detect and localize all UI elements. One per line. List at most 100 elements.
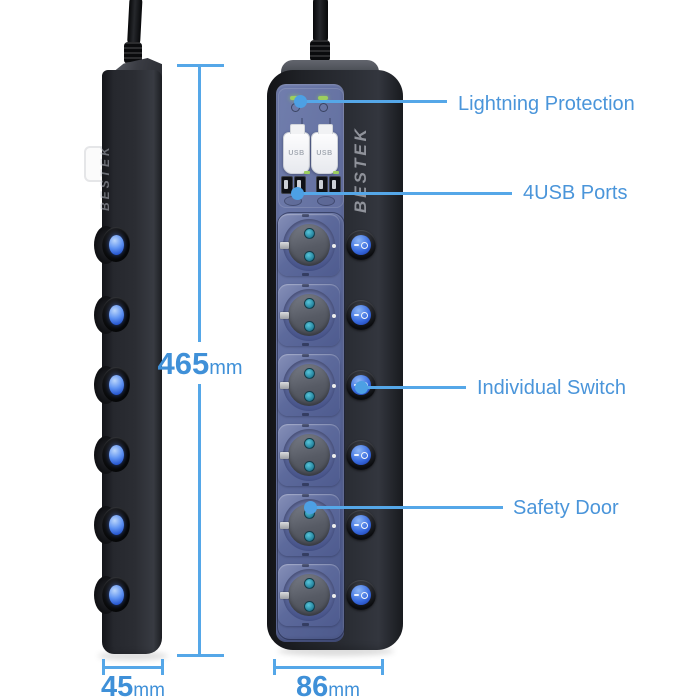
socket-hole: [304, 438, 315, 449]
protection-symbol-icon: [319, 103, 328, 112]
ground-clip: [280, 312, 289, 319]
side-switch: [92, 503, 134, 547]
callout-dot-usb-ports: [291, 187, 304, 200]
side-switch: [92, 293, 134, 337]
socket-hole: [304, 298, 315, 309]
power-cord-side-view: [127, 0, 143, 47]
switch-on-icon: [354, 314, 359, 316]
individual-switch: [346, 440, 376, 470]
socket-inner: [288, 574, 330, 616]
socket-recess: [280, 289, 336, 341]
socket-tab: [302, 284, 309, 287]
socket-panel: [277, 212, 345, 640]
individual-switch: [346, 300, 376, 330]
socket-hole: [304, 251, 315, 262]
ground-clip-dot: [332, 384, 336, 388]
ground-clip: [280, 592, 289, 599]
height-value: 465: [157, 346, 210, 381]
socket-tab: [302, 494, 309, 497]
usb-charge-led: [304, 171, 310, 174]
height-dimension-bottom-bar: [177, 654, 224, 657]
switch-blue-button: [109, 515, 124, 535]
surge-led-indicator: [318, 96, 328, 100]
height-dimension-line-lower: [198, 384, 201, 656]
depth-unit: mm: [133, 680, 165, 700]
socket-hole: [304, 601, 315, 612]
usb-plug: USB: [311, 124, 338, 174]
callout-label-usb-ports: 4USB Ports: [523, 182, 628, 204]
socket-recess: [280, 429, 336, 481]
socket-hole: [304, 368, 315, 379]
shadow: [98, 652, 168, 660]
schuko-socket: [278, 214, 340, 276]
width-value: 86: [296, 671, 329, 700]
ground-clip-dot: [332, 244, 336, 248]
callout-dot-safety-door: [304, 501, 317, 514]
switch-on-icon: [354, 594, 359, 596]
callout-dot-individual-switch: [355, 381, 368, 394]
socket-tab: [302, 623, 309, 626]
schuko-socket: [278, 284, 340, 346]
socket-inner: [288, 434, 330, 476]
switch-rocker: [351, 445, 371, 465]
depth-dimension-right-cap: [161, 659, 164, 675]
switch-rocker: [351, 235, 371, 255]
ground-clip: [280, 452, 289, 459]
switch-off-icon: [361, 591, 368, 599]
brand-logo-front: BESTEK: [351, 126, 370, 214]
socket-tab: [302, 214, 309, 217]
socket-hole: [304, 461, 315, 472]
socket-tab: [302, 553, 309, 556]
cord-ferrule-front-view: [310, 40, 330, 62]
ground-clip-dot: [332, 594, 336, 598]
callout-label-safety-door: Safety Door: [513, 497, 619, 519]
brand-logo-side: BESTEK: [98, 144, 112, 212]
height-dimension-line-upper: [198, 64, 201, 342]
side-switch: [92, 363, 134, 407]
socket-tab: [302, 354, 309, 357]
callout-line-safety-door: [311, 506, 503, 509]
socket-inner: [288, 364, 330, 406]
socket-tab: [302, 413, 309, 416]
socket-inner: [288, 294, 330, 336]
shadow: [278, 646, 394, 656]
switch-blue-button: [109, 585, 124, 605]
schuko-socket: [278, 354, 340, 416]
height-unit: mm: [209, 357, 243, 379]
socket-tab: [302, 343, 309, 346]
ground-clip: [280, 522, 289, 529]
callout-line-individual-switch: [362, 386, 466, 389]
callout-dot-lightning-protection: [294, 95, 307, 108]
depth-dimension-line: [102, 666, 164, 669]
width-dimension-right-cap: [381, 659, 384, 675]
ground-clip: [280, 242, 289, 249]
switch-off-icon: [361, 241, 368, 249]
switch-rocker: [351, 515, 371, 535]
socket-inner: [288, 224, 330, 266]
switch-blue-button: [109, 305, 124, 325]
socket-recess: [280, 569, 336, 621]
ground-clip: [280, 382, 289, 389]
switch-off-icon: [361, 451, 368, 459]
side-switch: [92, 573, 134, 617]
ground-clip-dot: [332, 314, 336, 318]
side-switch: [92, 433, 134, 477]
socket-hole: [304, 321, 315, 332]
usb-panel: [278, 88, 344, 208]
power-strip-side-view: [102, 70, 162, 654]
usb-plug-label: USB: [288, 149, 305, 157]
individual-switch: [346, 580, 376, 610]
switch-blue-button: [109, 375, 124, 395]
ground-clip-dot: [332, 454, 336, 458]
switch-blue-button: [109, 445, 124, 465]
switch-on-icon: [354, 454, 359, 456]
ground-clip-dot: [332, 524, 336, 528]
socket-tab: [302, 483, 309, 486]
usb-charge-led: [333, 171, 339, 174]
grip-indent: [317, 196, 335, 206]
callout-label-individual-switch: Individual Switch: [477, 377, 626, 399]
